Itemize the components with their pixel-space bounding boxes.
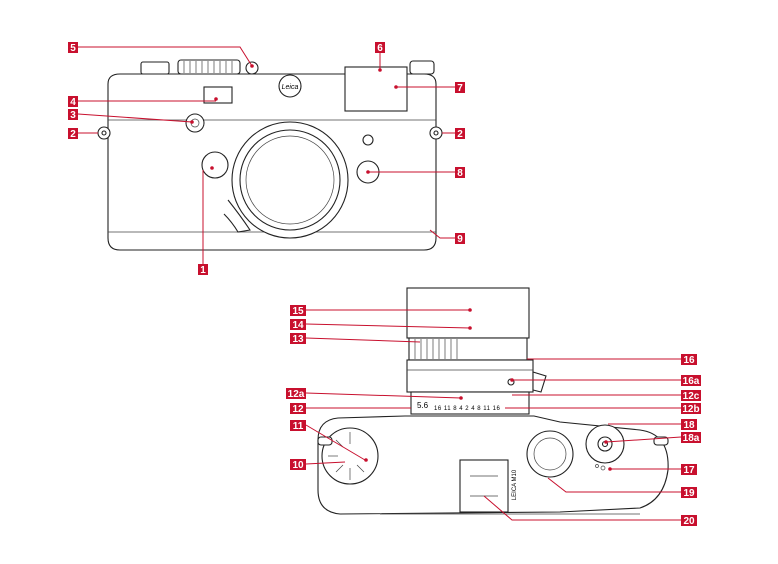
callout-badge-13: 13 xyxy=(290,333,306,345)
focus-scale-text: 16 11 8 4 2 4 8 11 16 xyxy=(434,406,500,412)
callout-badge-7: 7 xyxy=(455,82,465,94)
svg-text:15: 15 xyxy=(292,306,304,317)
svg-text:16a: 16a xyxy=(683,376,700,387)
svg-text:14: 14 xyxy=(292,320,304,331)
focus-tab xyxy=(532,371,547,393)
callout-badge-9: 9 xyxy=(455,233,465,245)
callout-badge-17: 17 xyxy=(681,464,697,476)
lens-hood xyxy=(406,287,530,339)
svg-text:18: 18 xyxy=(683,420,695,431)
rangefinder-window xyxy=(203,86,233,104)
callout-badges: 5 6 7 4 3 2 2 8 xyxy=(68,42,701,527)
svg-text:8: 8 xyxy=(457,168,463,179)
svg-text:2: 2 xyxy=(70,129,76,140)
svg-text:11: 11 xyxy=(293,421,304,432)
camera-front-view: Leica xyxy=(97,59,443,251)
svg-text:12b: 12b xyxy=(682,404,699,415)
callout-badge-11: 11 xyxy=(290,420,306,432)
svg-text:7: 7 xyxy=(457,83,463,94)
svg-text:12c: 12c xyxy=(683,391,700,402)
callout-badge-6: 6 xyxy=(375,42,385,54)
frame-selector xyxy=(185,113,205,133)
callout-badge-18a: 18a xyxy=(681,432,701,444)
lens-mount-inner xyxy=(239,129,341,231)
callout-badge-14: 14 xyxy=(290,319,306,331)
logo-text: Leica xyxy=(282,84,299,91)
focus-ring xyxy=(406,359,534,393)
strap-lug-right xyxy=(429,126,443,140)
svg-text:10: 10 xyxy=(292,460,304,471)
strap-lug-left xyxy=(97,126,111,140)
callout-badge-12: 12 xyxy=(290,403,306,415)
svg-text:5: 5 xyxy=(70,43,76,54)
callout-badge-3: 3 xyxy=(68,109,78,121)
grip-notch xyxy=(223,199,251,233)
callout-badge-10: 10 xyxy=(290,459,306,471)
svg-text:16: 16 xyxy=(683,355,695,366)
shutter-speed-dial xyxy=(177,59,241,75)
callout-lines xyxy=(77,46,682,521)
svg-text:1: 1 xyxy=(200,265,206,276)
model-label: LEICA M10 xyxy=(512,469,518,500)
svg-text:20: 20 xyxy=(683,516,695,527)
svg-text:17: 17 xyxy=(683,465,695,476)
callout-badge-4: 4 xyxy=(68,96,78,108)
shutter-button xyxy=(245,61,259,75)
callout-badge-1: 1 xyxy=(198,264,208,276)
aperture-reading: 5.6 xyxy=(417,401,429,410)
callout-badge-16a: 16a xyxy=(681,375,701,387)
lens-release-button xyxy=(201,151,229,179)
callout-badge-20: 20 xyxy=(681,515,697,527)
callout-badge-15: 15 xyxy=(290,305,306,317)
svg-text:2: 2 xyxy=(457,129,463,140)
iso-dial xyxy=(409,60,435,75)
svg-text:12: 12 xyxy=(292,404,304,415)
callout-badge-2-right: 2 xyxy=(455,128,465,140)
callout-badge-12a: 12a xyxy=(286,388,306,400)
svg-text:13: 13 xyxy=(292,334,304,345)
svg-text:12a: 12a xyxy=(288,389,305,400)
hot-shoe xyxy=(459,459,509,513)
callout-badge-5: 5 xyxy=(68,42,78,54)
callout-badge-12c: 12c xyxy=(681,390,701,402)
callout-badge-18: 18 xyxy=(681,419,697,431)
svg-text:9: 9 xyxy=(457,234,463,245)
svg-text:3: 3 xyxy=(70,110,76,121)
callout-badge-19: 19 xyxy=(681,487,697,499)
callout-badge-8: 8 xyxy=(455,167,465,179)
leica-logo xyxy=(278,74,302,98)
callout-badge-12b: 12b xyxy=(681,403,701,415)
viewfinder-window xyxy=(344,66,408,112)
svg-text:6: 6 xyxy=(377,43,383,54)
callout-badge-2-left: 2 xyxy=(68,128,78,140)
accessory-shoe xyxy=(140,61,170,75)
svg-text:18a: 18a xyxy=(683,433,700,444)
iso-dial-top xyxy=(321,427,379,485)
callout-badge-16: 16 xyxy=(681,354,697,366)
svg-text:19: 19 xyxy=(683,488,695,499)
svg-text:4: 4 xyxy=(70,97,76,108)
camera-top-view: 5.6 16 11 8 4 2 4 8 11 16 LEICA M10 xyxy=(317,287,669,515)
